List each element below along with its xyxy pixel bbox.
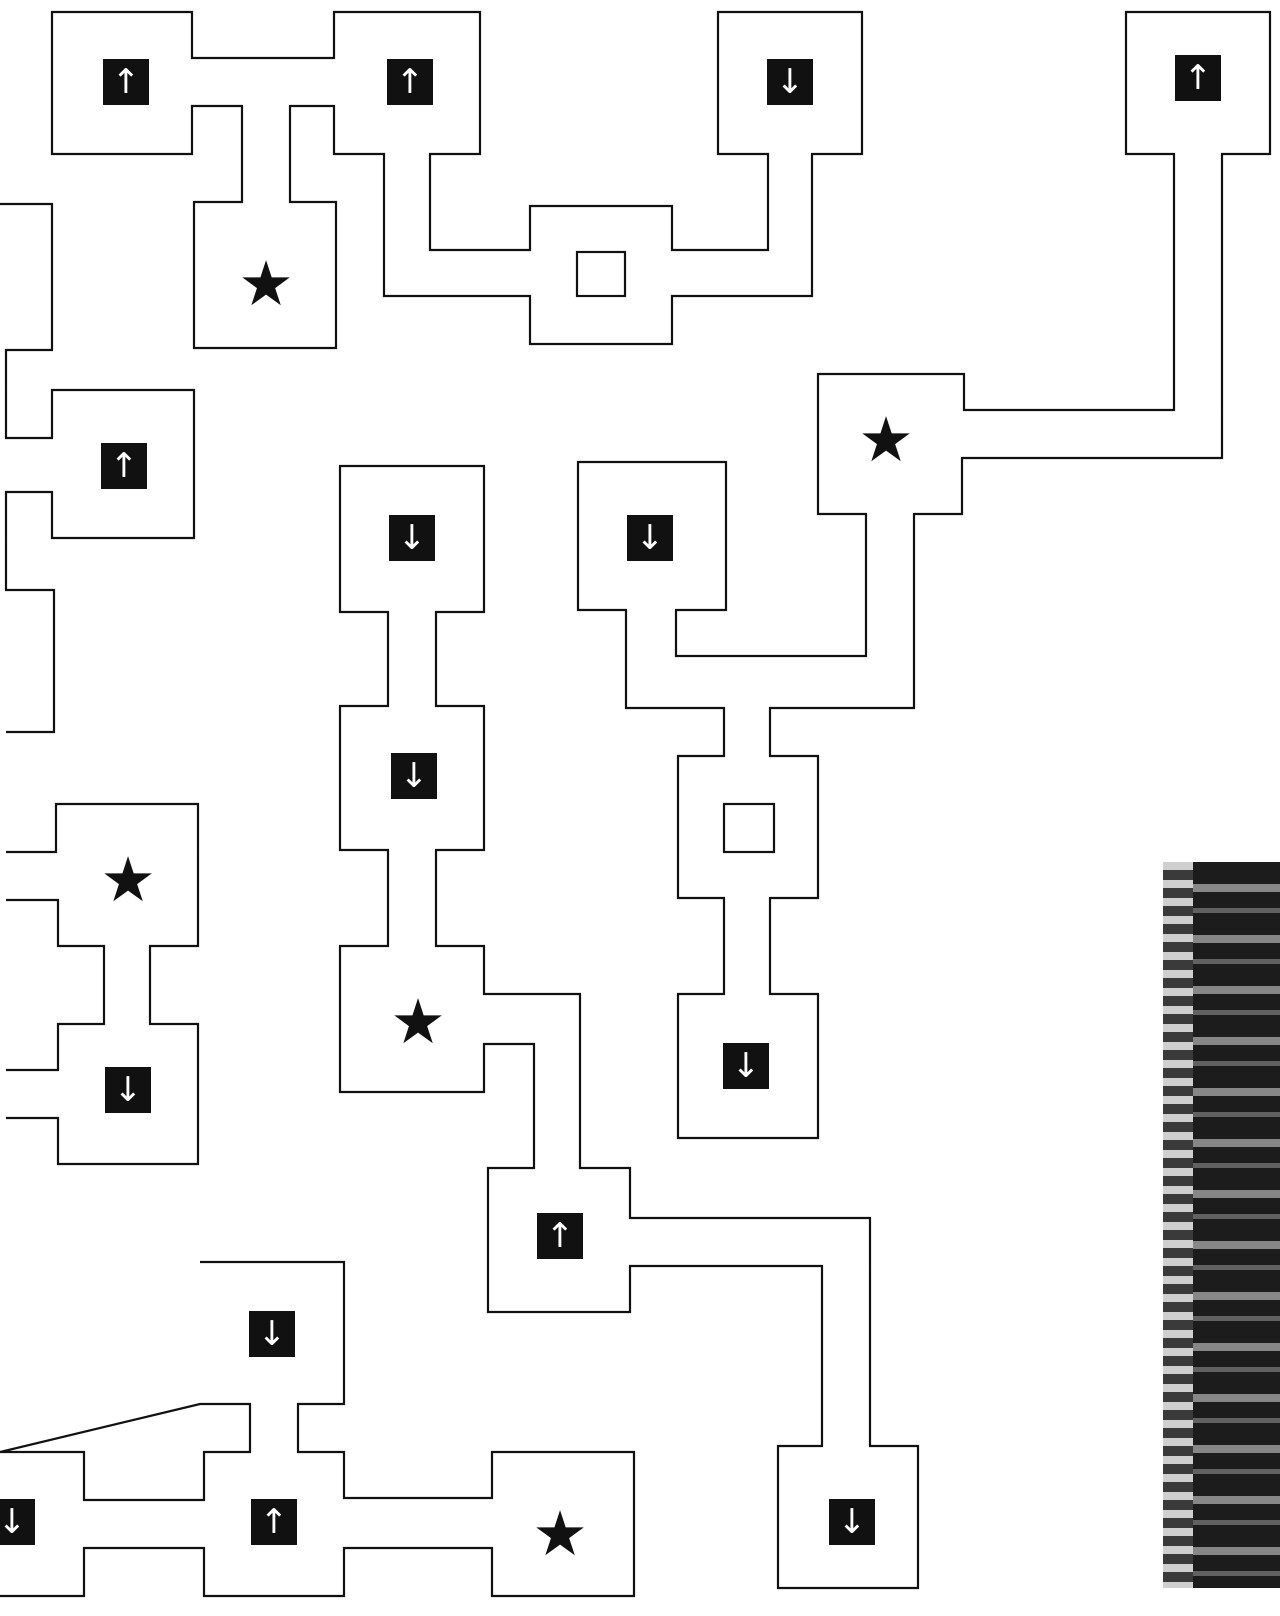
arrow-down-tile: ↓ <box>389 515 435 561</box>
side-film-strip <box>1163 862 1280 1588</box>
arrow-up-tile: ↑ <box>103 59 149 105</box>
star-icon: ★ <box>854 408 918 472</box>
star-icon: ★ <box>386 990 450 1054</box>
star-icon: ★ <box>234 252 298 316</box>
star-icon: ★ <box>96 848 160 912</box>
arrow-up-tile: ↑ <box>1175 55 1221 101</box>
arrow-up-tile: ↑ <box>537 1213 583 1259</box>
arrow-up-tile: ↑ <box>101 443 147 489</box>
arrow-down-tile: ↓ <box>249 1311 295 1357</box>
film-rail <box>1163 862 1193 1588</box>
arrow-down-tile: ↓ <box>0 1499 35 1545</box>
arrow-down-tile: ↓ <box>391 753 437 799</box>
film-noise <box>1193 862 1280 1588</box>
arrow-down-tile: ↓ <box>829 1499 875 1545</box>
arrow-down-tile: ↓ <box>723 1043 769 1089</box>
arrow-down-tile: ↓ <box>767 59 813 105</box>
arrow-down-tile: ↓ <box>105 1067 151 1113</box>
star-icon: ★ <box>528 1502 592 1566</box>
arrow-up-tile: ↑ <box>387 59 433 105</box>
arrow-down-tile: ↓ <box>627 515 673 561</box>
arrow-up-tile: ↑ <box>251 1499 297 1545</box>
